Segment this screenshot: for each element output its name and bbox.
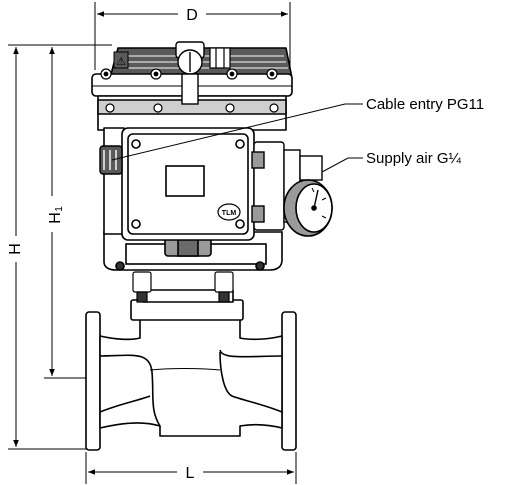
dimension-h1-subscript: 1 — [54, 206, 65, 212]
vent-dome — [175, 41, 205, 105]
dimension-d-label: D — [186, 7, 198, 24]
dimension-d — [94, 2, 291, 70]
top-bolts — [100, 68, 279, 113]
display-window — [165, 165, 205, 197]
bonnet-bolts — [132, 271, 234, 303]
cable-gland — [99, 145, 123, 175]
positioner-housing — [121, 127, 255, 241]
actuator-yoke — [103, 231, 283, 271]
callout-supply-air: Supply air G¼ — [366, 150, 462, 167]
pressure-gauge — [283, 179, 333, 237]
bonnet — [130, 299, 244, 321]
dimension-h-label: H — [7, 243, 24, 255]
left-flange — [85, 311, 101, 451]
logo-badge: TLM — [217, 203, 241, 221]
logo-text: TLM — [222, 210, 237, 217]
warning-sticker: ⚠ — [113, 51, 129, 69]
pilot-fitting — [209, 47, 231, 69]
valve-body — [85, 289, 297, 451]
callout-leaders — [111, 103, 363, 173]
right-flange — [281, 311, 297, 451]
dimension-h1-label: H — [47, 212, 64, 224]
dimension-h — [8, 44, 112, 450]
callout-cable-entry: Cable entry PG11 — [366, 96, 484, 113]
warning-symbol: ⚠ — [116, 56, 126, 68]
dimension-l — [85, 452, 297, 484]
dimension-l-label: L — [186, 465, 195, 482]
body-shell — [99, 317, 283, 437]
